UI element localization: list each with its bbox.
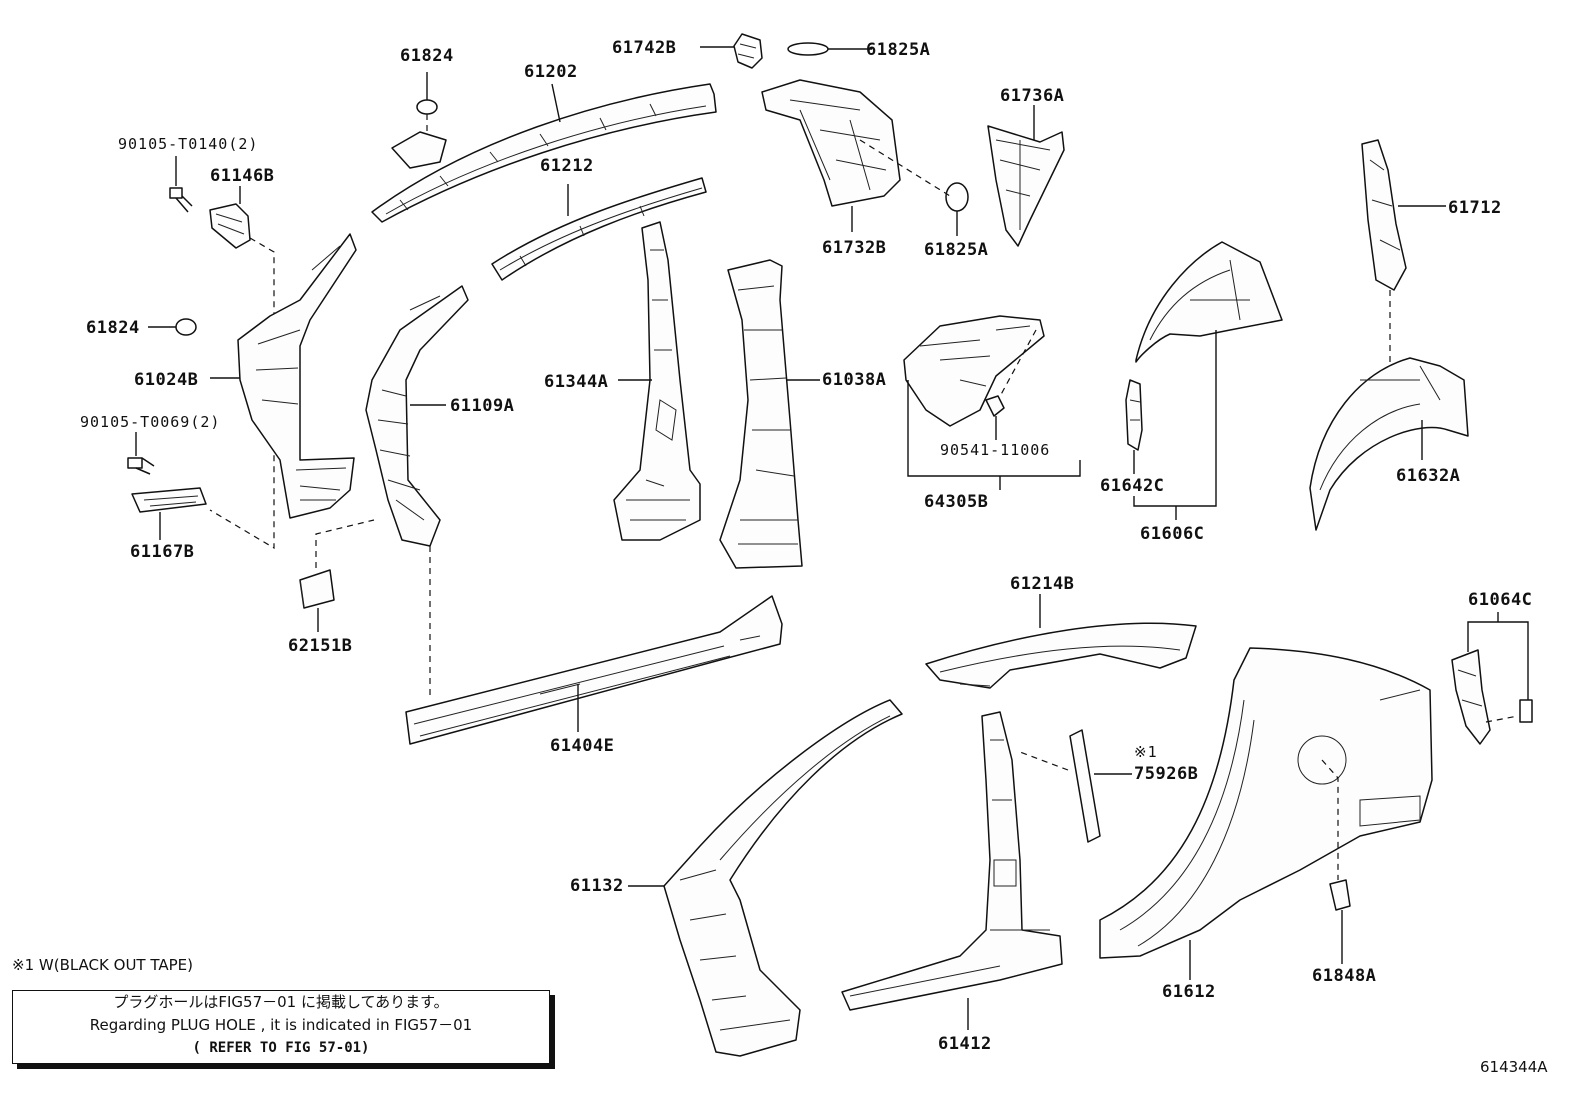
part-61064C xyxy=(1451,612,1533,745)
label-61642C: 61642C xyxy=(1100,476,1165,496)
part-61732B xyxy=(761,79,951,232)
part-61146B xyxy=(209,186,275,550)
part-90105-T0069 xyxy=(127,432,155,475)
part-61606C xyxy=(1133,241,1283,520)
part-61132 xyxy=(628,699,903,1057)
label-61214B: 61214B xyxy=(1010,574,1075,594)
label-61712: 61712 xyxy=(1448,198,1502,218)
label-61736A: 61736A xyxy=(1000,86,1065,106)
label-61344A: 61344A xyxy=(544,372,609,392)
part-61612 xyxy=(1099,647,1433,980)
label-61167B: 61167B xyxy=(130,542,195,562)
label-90105-T0069: 90105-T0069(2) xyxy=(80,413,221,431)
part-61736A xyxy=(987,105,1065,247)
part-61824-left xyxy=(148,318,197,336)
part-75926B xyxy=(1019,729,1132,843)
note-line-english: Regarding PLUG HOLE , it is indicated in… xyxy=(89,1016,473,1034)
label-61064C: 61064C xyxy=(1468,590,1533,610)
part-90541-11006 xyxy=(985,395,1005,440)
label-61024B: 61024B xyxy=(134,370,199,390)
figure-id: 614344A xyxy=(1480,1058,1548,1076)
label-64305B: 64305B xyxy=(924,492,989,512)
label-90105-T0140: 90105-T0140(2) xyxy=(118,135,259,153)
part-61404E xyxy=(405,595,783,745)
label-61825A-top: 61825A xyxy=(866,40,931,60)
part-61024B xyxy=(210,233,357,519)
label-61612: 61612 xyxy=(1162,982,1216,1002)
part-62151B xyxy=(299,519,375,632)
part-61825A-bottom xyxy=(945,182,969,236)
part-61642C xyxy=(1125,379,1143,474)
part-61214B xyxy=(925,594,1197,689)
label-62151B: 62151B xyxy=(288,636,353,656)
part-61038A xyxy=(719,259,820,569)
part-61344A xyxy=(613,221,701,541)
part-61712 xyxy=(1361,139,1446,400)
label-75926B: 75926B xyxy=(1134,764,1199,784)
part-61742B xyxy=(700,33,763,69)
label-75926B-mark: ※1 xyxy=(1134,743,1158,761)
note-line-japanese: プラグホールはFIG57－01 に掲載してあります。 xyxy=(113,993,449,1011)
label-61109A: 61109A xyxy=(450,396,515,416)
part-61212 xyxy=(491,177,707,281)
part-90105-T0140 xyxy=(169,156,193,213)
part-61202 xyxy=(371,83,717,223)
label-61848A: 61848A xyxy=(1312,966,1377,986)
label-61146B: 61146B xyxy=(210,166,275,186)
part-61848A xyxy=(1329,879,1351,964)
note-box: プラグホールはFIG57－01 に掲載してあります。 Regarding PLU… xyxy=(12,990,550,1064)
part-64305B xyxy=(903,315,1081,490)
part-61167B xyxy=(131,487,207,540)
note-footnote: ※1 W(BLACK OUT TAPE) xyxy=(12,956,193,974)
part-61825A-top xyxy=(787,42,872,56)
label-61202: 61202 xyxy=(524,62,578,82)
label-61404E: 61404E xyxy=(550,736,615,756)
label-61038A: 61038A xyxy=(822,370,887,390)
label-61132: 61132 xyxy=(570,876,624,896)
label-61632A: 61632A xyxy=(1396,466,1461,486)
label-61742B: 61742B xyxy=(612,38,677,58)
label-61732B: 61732B xyxy=(822,238,887,258)
label-61824-top: 61824 xyxy=(400,46,454,66)
label-61824-left: 61824 xyxy=(86,318,140,338)
label-61212: 61212 xyxy=(540,156,594,176)
part-61109A xyxy=(365,285,469,700)
label-90541-11006: 90541-11006 xyxy=(940,441,1051,459)
part-61632A xyxy=(1309,357,1469,531)
part-61824-top xyxy=(416,72,438,150)
label-61825A-bottom: 61825A xyxy=(924,240,989,260)
part-61412 xyxy=(841,711,1063,1030)
note-line-refer: ( REFER TO FIG 57-01) xyxy=(192,1040,370,1056)
label-61412: 61412 xyxy=(938,1034,992,1054)
label-61606C: 61606C xyxy=(1140,524,1205,544)
